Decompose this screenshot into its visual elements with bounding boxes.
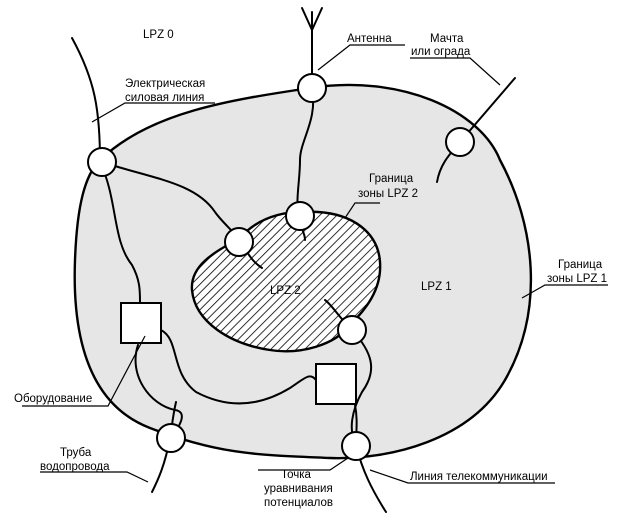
label-power-line1: Электрическая xyxy=(125,78,205,90)
leader-power xyxy=(91,102,215,123)
label-power-line2: силовая линия xyxy=(125,92,204,104)
label-water-line1: Труба xyxy=(60,447,92,459)
label-mast-line2: или ограда xyxy=(411,46,471,58)
equipment-link-wire xyxy=(160,329,317,405)
zone-label-lpz0: LPZ 0 xyxy=(143,29,174,41)
node-water xyxy=(156,423,186,453)
antenna-inner-wire xyxy=(296,87,315,216)
leader-bonding xyxy=(258,457,349,471)
zone-label-lpz2: LPZ 2 xyxy=(270,285,301,297)
node-lpz2-right xyxy=(337,315,367,345)
lpz2-right-wire xyxy=(350,329,372,446)
label-bonding-line1: Точка xyxy=(281,469,312,481)
node-power xyxy=(87,147,117,177)
label-mast-line1: Мачта xyxy=(430,33,464,45)
label-telecom: Линия телекоммуникации xyxy=(410,471,548,483)
label-equipment: Оборудование xyxy=(14,393,92,405)
equipment-box-left xyxy=(120,302,162,344)
power-inner-wire-to-equipment xyxy=(99,161,141,303)
node-antenna xyxy=(297,73,327,103)
label-antenna: Антенна xyxy=(347,33,392,45)
label-lpz2-boundary-line2: зоны LPZ 2 xyxy=(358,188,418,200)
label-bonding-line3: потенциалов xyxy=(264,497,333,509)
label-lpz2-boundary-line1: Граница xyxy=(369,173,414,185)
leader-antenna xyxy=(317,44,405,71)
leader-mast xyxy=(410,57,501,86)
leader-water xyxy=(40,471,149,483)
label-bonding-line2: уравнивания xyxy=(264,483,333,495)
node-mast xyxy=(445,127,475,157)
leader-telecom xyxy=(369,469,555,484)
power-inner-wire-to-lpz2 xyxy=(101,161,241,241)
power-line xyxy=(71,37,101,163)
label-water-line2: водопровода xyxy=(40,461,110,473)
node-lpz2-left xyxy=(224,227,254,257)
label-lpz1-boundary-line2: зоны LPZ 1 xyxy=(547,273,607,285)
zone-label-lpz1: LPZ 1 xyxy=(421,281,452,293)
node-lpz2-top xyxy=(285,201,315,231)
node-bonding xyxy=(341,431,371,461)
leader-equipment xyxy=(22,335,146,407)
label-lpz1-boundary-line1: Граница xyxy=(558,259,603,271)
equipment-box-right xyxy=(315,363,357,405)
leader-lpz2-boundary xyxy=(344,202,380,219)
leader-lpz1-boundary xyxy=(521,284,608,299)
